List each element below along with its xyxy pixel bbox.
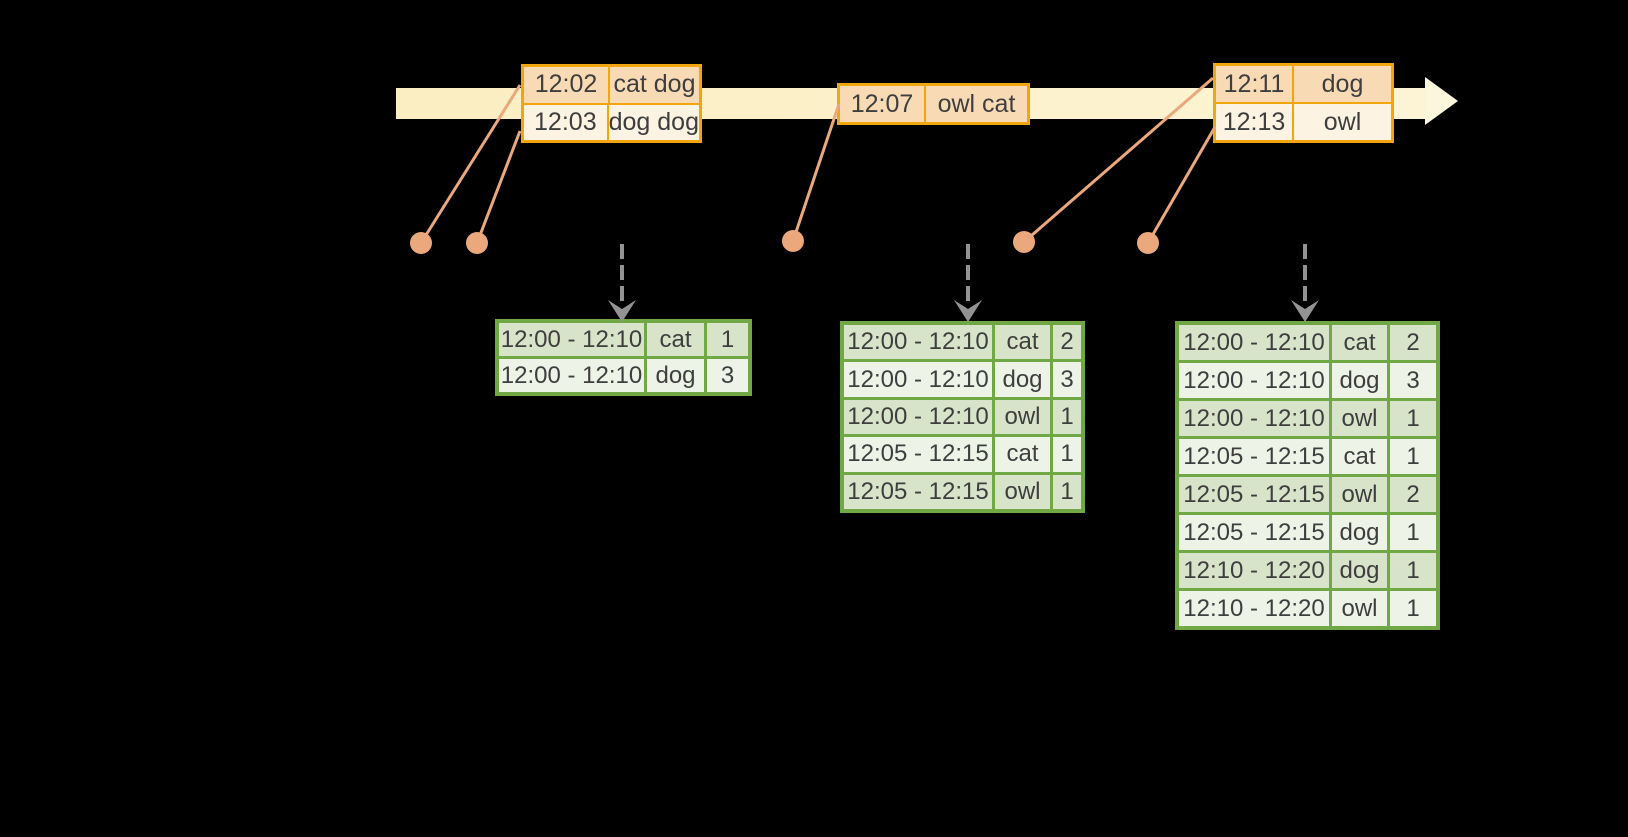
event-connector-line [791, 103, 841, 242]
window-cell: 12:05 - 12:15 [1179, 515, 1329, 550]
count-cell: 1 [704, 323, 748, 356]
table-row: 12:00 - 12:10 dog 3 [844, 359, 1081, 397]
word-cell: cat [992, 437, 1050, 472]
event-time-cell: 12:11 [1216, 66, 1292, 102]
count-cell: 1 [1050, 437, 1081, 472]
table-row: 12:03 dog dog [524, 102, 699, 140]
word-cell: cat [644, 323, 704, 356]
event-dot [782, 230, 804, 252]
event-time-cell: 12:07 [840, 86, 924, 122]
word-cell: cat [992, 325, 1050, 360]
count-cell: 1 [1387, 439, 1436, 474]
table-row: 12:13 owl [1216, 102, 1391, 140]
window-cell: 12:00 - 12:10 [844, 325, 992, 360]
window-cell: 12:05 - 12:15 [1179, 439, 1329, 474]
window-cell: 12:00 - 12:10 [1179, 363, 1329, 398]
count-cell: 2 [1387, 325, 1436, 360]
count-cell: 1 [1387, 401, 1436, 436]
count-cell: 3 [704, 359, 748, 392]
event-dot [1137, 232, 1159, 254]
window-cell: 12:05 - 12:15 [1179, 477, 1329, 512]
window-assignment-arrow-icon [608, 244, 636, 322]
window-cell: 12:00 - 12:10 [844, 362, 992, 397]
table-row: 12:05 - 12:15 dog 1 [1179, 512, 1436, 550]
event-connector-line [1146, 126, 1217, 244]
table-row: 12:00 - 12:10 cat 2 [1179, 325, 1436, 360]
word-cell: dog [992, 362, 1050, 397]
table-row: 12:05 - 12:15 cat 1 [844, 434, 1081, 472]
word-cell: owl [1329, 591, 1387, 626]
table-row: 12:00 - 12:10 owl 1 [1179, 398, 1436, 436]
event-words-cell: dog [1292, 66, 1391, 102]
event-dot [466, 232, 488, 254]
count-cell: 2 [1387, 477, 1436, 512]
event-connector-line [475, 130, 522, 244]
result-table-1: 12:00 - 12:10 cat 1 12:00 - 12:10 dog 3 [495, 319, 752, 396]
word-cell: owl [992, 399, 1050, 435]
table-row: 12:05 - 12:15 cat 1 [1179, 436, 1436, 474]
event-table-2: 12:07 owl cat [837, 83, 1030, 125]
table-row: 12:00 - 12:10 cat 1 [499, 323, 748, 356]
timeline-arrowhead-icon [1425, 77, 1458, 125]
table-row: 12:05 - 12:15 owl 2 [1179, 474, 1436, 512]
word-cell: dog [1329, 515, 1387, 550]
table-row: 12:00 - 12:10 dog 3 [499, 356, 748, 392]
window-assignment-arrow-icon [1291, 244, 1319, 322]
window-cell: 12:10 - 12:20 [1179, 591, 1329, 626]
word-cell: cat [1329, 325, 1387, 360]
count-cell: 1 [1387, 591, 1436, 626]
event-words-cell: cat dog [608, 67, 699, 103]
window-cell: 12:00 - 12:10 [499, 323, 644, 356]
event-time-cell: 12:03 [524, 104, 607, 140]
window-cell: 12:00 - 12:10 [844, 399, 992, 435]
count-cell: 1 [1387, 515, 1436, 550]
count-cell: 3 [1387, 363, 1436, 398]
event-time-cell: 12:02 [524, 67, 608, 103]
event-table-1: 12:02 cat dog 12:03 dog dog [521, 64, 702, 143]
window-assignment-arrow-icon [954, 244, 982, 322]
window-cell: 12:00 - 12:10 [499, 359, 644, 392]
table-row: 12:11 dog [1216, 66, 1391, 102]
count-cell: 1 [1050, 474, 1081, 510]
count-cell: 1 [1387, 553, 1436, 588]
window-cell: 12:00 - 12:10 [1179, 401, 1329, 436]
table-row: 12:00 - 12:10 owl 1 [844, 396, 1081, 435]
table-row: 12:02 cat dog [524, 67, 699, 103]
table-row: 12:00 - 12:10 cat 2 [844, 325, 1081, 360]
event-words-cell: dog dog [606, 104, 699, 140]
event-time-cell: 12:13 [1216, 104, 1292, 140]
event-words-cell: owl cat [924, 86, 1027, 122]
word-cell: owl [992, 474, 1050, 510]
word-cell: dog [1329, 553, 1387, 588]
count-cell: 3 [1050, 362, 1081, 397]
table-row: 12:05 - 12:15 owl 1 [844, 471, 1081, 510]
event-dot [410, 232, 432, 254]
event-words-cell: owl [1292, 104, 1391, 140]
window-cell: 12:05 - 12:15 [844, 437, 992, 472]
word-cell: owl [1329, 477, 1387, 512]
count-cell: 2 [1050, 325, 1081, 360]
result-table-3: 12:00 - 12:10 cat 2 12:00 - 12:10 dog 3 … [1175, 321, 1440, 630]
table-row: 12:10 - 12:20 dog 1 [1179, 550, 1436, 588]
window-cell: 12:10 - 12:20 [1179, 553, 1329, 588]
result-table-2: 12:00 - 12:10 cat 2 12:00 - 12:10 dog 3 … [840, 321, 1085, 513]
count-cell: 1 [1050, 399, 1081, 435]
table-row: 12:10 - 12:20 owl 1 [1179, 588, 1436, 626]
word-cell: cat [1329, 439, 1387, 474]
word-cell: owl [1329, 401, 1387, 436]
word-cell: dog [644, 359, 704, 392]
table-row: 12:00 - 12:10 dog 3 [1179, 360, 1436, 398]
window-cell: 12:05 - 12:15 [844, 474, 992, 510]
window-cell: 12:00 - 12:10 [1179, 325, 1329, 360]
event-table-3: 12:11 dog 12:13 owl [1213, 63, 1394, 143]
table-row: 12:07 owl cat [840, 86, 1027, 122]
event-dot [1013, 231, 1035, 253]
word-cell: dog [1329, 363, 1387, 398]
